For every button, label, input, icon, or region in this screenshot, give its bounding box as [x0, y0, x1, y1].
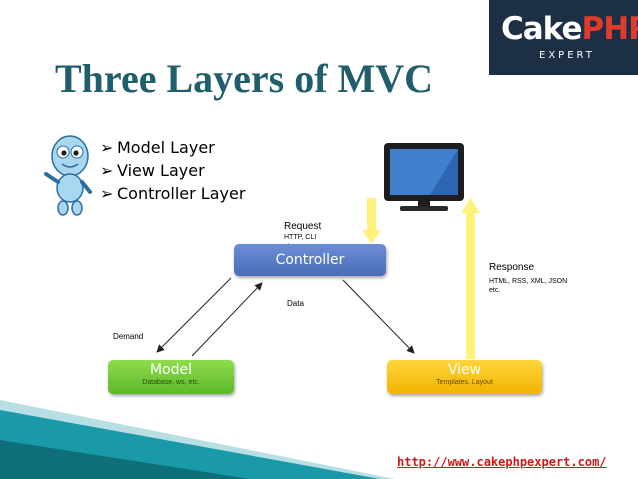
- controller-label: Controller: [275, 252, 345, 268]
- model-label: Model: [149, 362, 193, 378]
- controller-box: Controller: [234, 244, 386, 276]
- monitor-icon: [384, 143, 464, 211]
- bullet-label: Controller Layer: [117, 184, 246, 203]
- view-box: View Templates, Layout: [387, 360, 542, 394]
- response-label: Response: [489, 262, 535, 273]
- slide-title: Three Layers of MVC: [55, 56, 434, 101]
- model-to-controller-arrow: [191, 282, 263, 357]
- request-arrow: [362, 198, 381, 244]
- mascot-icon: [44, 135, 92, 216]
- view-sub-label: Templates, Layout: [436, 379, 493, 386]
- bullet-label: Model Layer: [117, 138, 215, 157]
- list-item: ➢Controller Layer: [100, 182, 245, 205]
- list-item: ➢View Layer: [100, 159, 245, 182]
- arrow-bullet-icon: ➢: [100, 161, 114, 180]
- list-item: ➢Model Layer: [100, 136, 245, 159]
- arrow-bullet-icon: ➢: [100, 184, 114, 203]
- cakephp-expert-logo: CakePHP EXPERT: [489, 0, 638, 75]
- logo-word-php: PHP: [581, 11, 638, 47]
- response-arrow: [461, 198, 480, 359]
- response-sub-label: HTML, RSS, XML, JSON etc.: [489, 278, 568, 294]
- demand-label: Demand: [113, 332, 144, 341]
- website-link[interactable]: http://www.cakephpexpert.com/: [397, 455, 607, 469]
- logo-subtitle: EXPERT: [539, 50, 595, 61]
- model-box: Model Database, ws, etc.: [108, 360, 234, 394]
- arrow-bullet-icon: ➢: [100, 138, 114, 157]
- controller-to-view-arrow: [342, 279, 415, 354]
- model-sub-label: Database, ws, etc.: [142, 379, 200, 386]
- data-label: Data: [287, 299, 304, 308]
- logo-wordmark: CakePHP: [501, 14, 638, 45]
- layer-list: ➢Model Layer ➢View Layer ➢Controller Lay…: [100, 136, 245, 205]
- controller-to-model-arrow: [156, 277, 232, 353]
- view-label: View: [447, 362, 482, 378]
- logo-word-cake: Cake: [501, 11, 582, 47]
- request-label: Request: [284, 221, 322, 232]
- bullet-label: View Layer: [117, 161, 205, 180]
